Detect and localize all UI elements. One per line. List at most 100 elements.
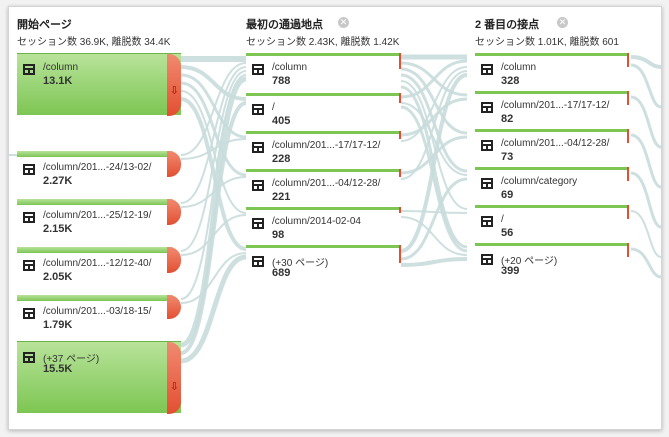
node-label: /column/201...-17/17-12/ (501, 100, 610, 111)
volume-bar (246, 169, 399, 172)
start-page-node[interactable]: /column/201...-25/12-19/ 2.15K (17, 199, 181, 239)
page-icon (252, 104, 264, 115)
node-value: 399 (501, 265, 520, 277)
node-value: 689 (272, 267, 291, 279)
dropoff-bar[interactable] (627, 243, 629, 257)
page-icon (252, 256, 264, 267)
volume-bar (246, 207, 399, 210)
dropoff-bar[interactable] (399, 53, 401, 69)
node-label: /column/201...-25/12-19/ (43, 210, 152, 221)
volume-bar (17, 295, 173, 301)
second-step-node[interactable]: /column/201...-04/12-28/ 73 (475, 129, 631, 165)
start-page-node[interactable]: ⇩ /column 13.1K (17, 53, 181, 116)
column-stats-start: セッション数 36.9K, 離脱数 34.4K (17, 37, 171, 48)
page-icon (252, 64, 264, 75)
node-value: 405 (272, 115, 291, 127)
dropoff-arrow-icon: ⇩ (169, 381, 179, 393)
column-title-start: 開始ページ (17, 19, 72, 31)
page-icon (481, 216, 493, 227)
dropoff-bar[interactable] (167, 199, 181, 225)
dropoff-bar[interactable] (627, 205, 629, 219)
dropoff-bar[interactable] (167, 54, 181, 116)
start-page-node[interactable]: /column/201...-03/18-15/ 1.79K (17, 295, 181, 335)
node-value: 73 (501, 151, 514, 163)
dropoff-arrow-icon: ⇩ (169, 85, 179, 97)
first-step-node[interactable]: /column 788 (246, 53, 401, 89)
dropoff-bar[interactable] (627, 53, 629, 67)
dropoff-bar[interactable] (167, 247, 181, 273)
dropoff-bar[interactable] (399, 169, 401, 177)
first-step-node[interactable]: (+30 ページ) 689 (246, 245, 401, 285)
node-value: 2.05K (43, 271, 73, 283)
node-value: 1.79K (43, 319, 73, 331)
page-icon (23, 260, 35, 271)
node-label: (+20 ページ) (501, 256, 558, 267)
first-step-node[interactable]: /column/2014-02-04 98 (246, 207, 401, 243)
volume-bar (475, 91, 629, 94)
node-label: / (272, 102, 275, 113)
page-icon (481, 64, 493, 75)
volume-bar (246, 245, 399, 248)
node-label: /column/category (501, 176, 578, 187)
volume-bar (475, 53, 629, 56)
page-icon (252, 142, 264, 153)
start-page-node[interactable]: /column/201...-24/13-02/ 2.27K (17, 151, 181, 191)
dropoff-bar[interactable] (399, 131, 401, 139)
second-step-node[interactable]: /column/201...-17/17-12/ 82 (475, 91, 631, 127)
node-value: 56 (501, 227, 514, 239)
dropoff-bar[interactable] (167, 295, 181, 319)
volume-bar (17, 247, 173, 253)
dropoff-bar[interactable] (627, 167, 629, 181)
node-value: 788 (272, 75, 291, 87)
dropoff-bar[interactable] (627, 129, 629, 143)
volume-bar (246, 93, 399, 96)
start-page-node[interactable]: ⇩ (+37 ページ) 15.5K (17, 341, 181, 414)
second-step-node[interactable]: (+20 ページ) 399 (475, 243, 631, 283)
node-label: /column (501, 62, 537, 73)
node-label: (+30 ページ) (272, 258, 329, 269)
node-label: /column/201...-24/13-02/ (43, 162, 152, 173)
dropoff-bar[interactable] (167, 151, 181, 177)
dropoff-bar[interactable] (399, 207, 401, 213)
node-label: /column/201...-03/18-15/ (43, 306, 152, 317)
node-value: 98 (272, 229, 285, 241)
dropoff-bar[interactable] (167, 342, 181, 414)
node-label: (+37 ページ) (43, 354, 100, 365)
volume-bar (475, 243, 629, 246)
second-step-node[interactable]: /column/category 69 (475, 167, 631, 203)
second-step-node[interactable]: /column 328 (475, 53, 631, 89)
dropoff-bar[interactable] (399, 245, 401, 263)
node-label: /column/201...-17/17-12/ (272, 140, 381, 151)
node-value: 228 (272, 153, 291, 165)
start-page-node[interactable]: /column/201...-12/12-40/ 2.05K (17, 247, 181, 287)
close-icon[interactable]: ✕ (557, 17, 568, 28)
volume-bar (246, 131, 399, 134)
first-step-node[interactable]: / 405 (246, 93, 401, 129)
node-value: 2.27K (43, 175, 73, 187)
node-value: 15.5K (43, 363, 73, 375)
first-step-node[interactable]: /column/201...-17/17-12/ 228 (246, 131, 401, 167)
page-icon (481, 140, 493, 151)
page-icon (23, 352, 35, 363)
node-value: 82 (501, 113, 514, 125)
node-label: /column/201...-04/12-28/ (272, 178, 381, 189)
node-label: /column (43, 62, 79, 73)
page-icon (23, 212, 35, 223)
node-value: 13.1K (43, 75, 73, 87)
second-step-node[interactable]: / 56 (475, 205, 631, 241)
dropoff-bar[interactable] (399, 93, 401, 103)
close-icon[interactable]: ✕ (338, 17, 349, 28)
column-stats-first-step: セッション数 2.43K, 離脱数 1.42K (246, 37, 400, 48)
page-icon (481, 102, 493, 113)
dropoff-bar[interactable] (627, 91, 629, 105)
page-icon (252, 218, 264, 229)
volume-bar (246, 53, 399, 56)
column-title-second-step: 2 番目の接点 (475, 19, 540, 31)
first-step-node[interactable]: /column/201...-04/12-28/ 221 (246, 169, 401, 205)
page-icon (481, 254, 493, 265)
volume-bar (475, 129, 629, 132)
volume-bar (17, 151, 173, 157)
page-icon (481, 178, 493, 189)
page-icon (23, 64, 35, 75)
node-value: 328 (501, 75, 520, 87)
